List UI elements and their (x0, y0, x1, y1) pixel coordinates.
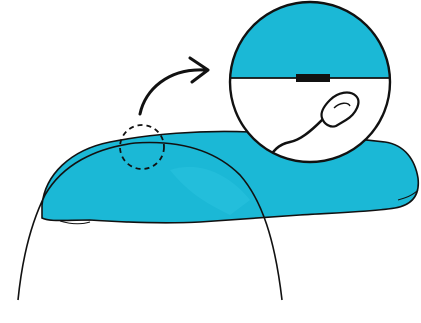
edge-sketch-mark (60, 221, 90, 224)
curved-arrow-icon (140, 58, 208, 114)
needle-tip (296, 74, 330, 82)
